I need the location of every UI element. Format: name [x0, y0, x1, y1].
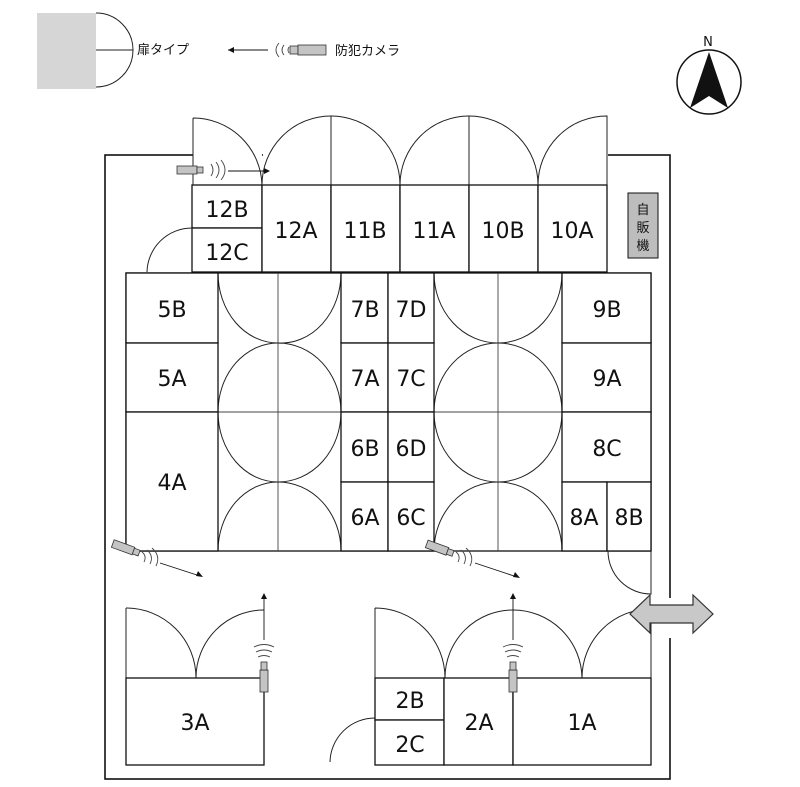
unit-12B[interactable] — [191, 184, 263, 229]
unit-3A[interactable] — [125, 677, 265, 766]
label-2A: 2A — [464, 711, 493, 736]
label-3A: 3A — [180, 711, 209, 736]
label-9A: 9A — [592, 367, 621, 392]
unit-8B[interactable] — [606, 481, 652, 552]
label-10B: 10B — [481, 219, 524, 244]
label-11A: 11A — [412, 219, 455, 244]
label-4A: 4A — [157, 471, 186, 496]
unit-2C[interactable] — [374, 719, 445, 766]
label-5B: 5B — [157, 298, 186, 323]
vending-label-2: 販 — [636, 221, 649, 236]
exit-double-arrow-icon[interactable] — [629, 593, 714, 635]
compass-north-label: N — [703, 35, 713, 50]
label-7A: 7A — [350, 367, 379, 392]
label-6C: 6C — [396, 506, 425, 531]
unit-11A[interactable] — [399, 184, 470, 273]
unit-12C[interactable] — [191, 227, 263, 273]
label-5A: 5A — [157, 367, 186, 392]
label-2B: 2B — [395, 689, 424, 714]
label-7C: 7C — [396, 367, 425, 392]
unit-7C[interactable] — [387, 342, 435, 413]
label-8B: 8B — [614, 506, 643, 531]
camera-top-left-icon — [176, 159, 270, 181]
label-9B: 9B — [592, 298, 621, 323]
label-12C: 12C — [205, 241, 248, 266]
label-2C: 2C — [395, 733, 424, 758]
top-wall-door-gap-right — [263, 153, 608, 157]
door-swatch — [37, 13, 96, 89]
label-11B: 11B — [343, 219, 386, 244]
vending-label-1: 自 — [636, 203, 649, 218]
label-7B: 7B — [350, 298, 379, 323]
right-column-units: 9B 9A 8C 8A 8B — [561, 272, 652, 552]
unit-1A[interactable] — [512, 677, 652, 766]
vending-machine[interactable]: 自 販 機 — [627, 192, 659, 259]
compass: N — [676, 35, 742, 115]
label-6B: 6B — [350, 437, 379, 462]
unit-9A[interactable] — [561, 342, 652, 413]
top-door-swings — [146, 115, 608, 273]
camera-left-middle-icon — [110, 539, 203, 577]
label-6A: 6A — [350, 506, 379, 531]
unit-5B[interactable] — [125, 272, 219, 344]
camera-center-middle-icon — [424, 539, 520, 578]
door-type-label: 扉タイプ — [137, 42, 189, 58]
unit-10B[interactable] — [468, 184, 539, 273]
unit-12A[interactable] — [261, 184, 332, 273]
label-7D: 7D — [396, 298, 427, 323]
label-8A: 8A — [569, 506, 598, 531]
camera-bottom-right-icon — [502, 593, 524, 693]
left-column-units: 5B 5A 4A — [125, 272, 219, 552]
unit-5A[interactable] — [125, 342, 219, 413]
unit-7B[interactable] — [340, 272, 389, 344]
unit-7D[interactable] — [387, 272, 435, 344]
door-type-icon — [95, 12, 134, 88]
unit-4A[interactable] — [125, 411, 219, 552]
bottom-units: 3A 2B 2C 2A 1A — [125, 677, 652, 766]
center-column-units: 7B 7D 7A 7C 6B 6D 6A 6C — [340, 272, 435, 552]
camera-bottom-left-icon — [253, 593, 275, 693]
camera-legend-label: 防犯カメラ — [335, 43, 400, 59]
compass-arrow-icon — [690, 52, 728, 108]
unit-2A[interactable] — [443, 677, 514, 766]
label-10A: 10A — [550, 219, 593, 244]
unit-6C[interactable] — [387, 481, 435, 552]
label-6D: 6D — [396, 437, 427, 462]
label-8C: 8C — [592, 437, 621, 462]
top-row-units: 12B 12C 12A 11B 11A 10B 10A — [191, 184, 608, 273]
legend: 扉タイプ 防犯カメラ — [37, 12, 400, 89]
label-12A: 12A — [274, 219, 317, 244]
unit-2B[interactable] — [374, 677, 445, 721]
top-wall-door-gap-left — [193, 153, 262, 157]
unit-6A[interactable] — [340, 481, 389, 552]
unit-8A[interactable] — [561, 481, 608, 552]
vending-label-3: 機 — [636, 239, 649, 254]
label-12B: 12B — [205, 198, 248, 223]
unit-8C[interactable] — [561, 411, 652, 483]
unit-9B[interactable] — [561, 272, 652, 344]
label-1A: 1A — [567, 711, 596, 736]
camera-legend-icon — [228, 42, 327, 58]
unit-10A[interactable] — [537, 184, 608, 273]
unit-7A[interactable] — [340, 342, 389, 413]
